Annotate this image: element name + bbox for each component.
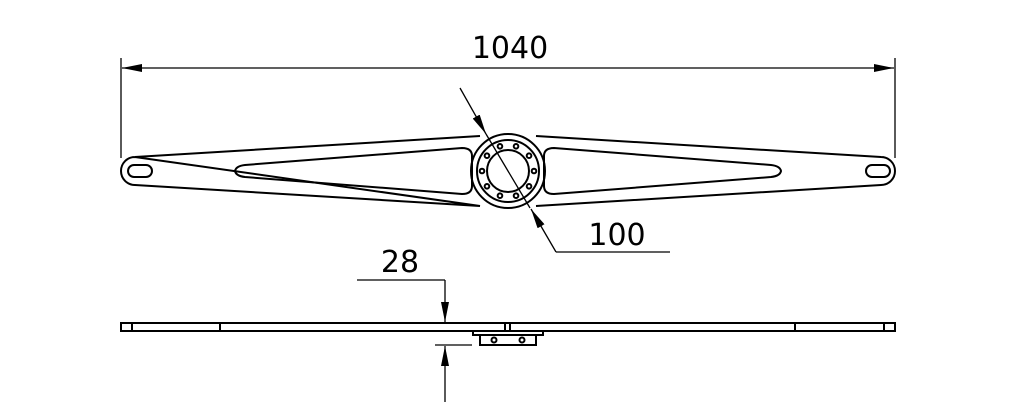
length-dimension: 1040 xyxy=(120,31,896,158)
bolt-hole xyxy=(512,192,520,200)
bolt-hole xyxy=(525,152,533,160)
bolt-hole xyxy=(525,182,533,190)
bolt-hole xyxy=(483,152,491,160)
bolt-hole xyxy=(478,167,486,175)
diameter-dimension-label: 100 xyxy=(588,218,645,253)
diameter-dimension: 100 xyxy=(459,87,670,253)
bolt-hole xyxy=(530,167,538,175)
bolt-hole xyxy=(512,142,520,150)
bolt-hole xyxy=(496,192,504,200)
right-cutout xyxy=(543,146,783,196)
right-slot xyxy=(865,164,891,178)
side-view xyxy=(120,322,896,346)
thickness-dimension: 28 xyxy=(357,245,472,402)
thickness-dimension-label: 28 xyxy=(381,245,419,280)
length-dimension-label: 1040 xyxy=(472,31,548,66)
bolt-hole xyxy=(496,142,504,150)
bolt-hole xyxy=(483,182,491,190)
hub xyxy=(470,133,546,209)
top-view xyxy=(120,133,896,209)
left-slot xyxy=(127,164,153,178)
